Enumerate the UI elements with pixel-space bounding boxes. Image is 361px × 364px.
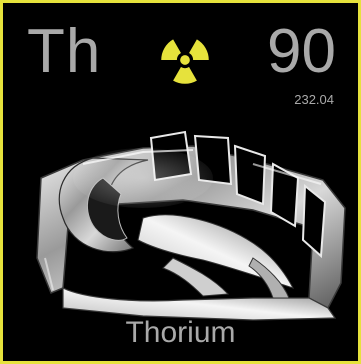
element-symbol: Th — [27, 17, 102, 86]
atomic-mass: 232.04 — [294, 92, 334, 107]
element-name: Thorium — [125, 316, 236, 349]
specimen-image — [36, 130, 346, 321]
radiation-icon — [161, 39, 209, 84]
atomic-number: 90 — [267, 17, 336, 86]
